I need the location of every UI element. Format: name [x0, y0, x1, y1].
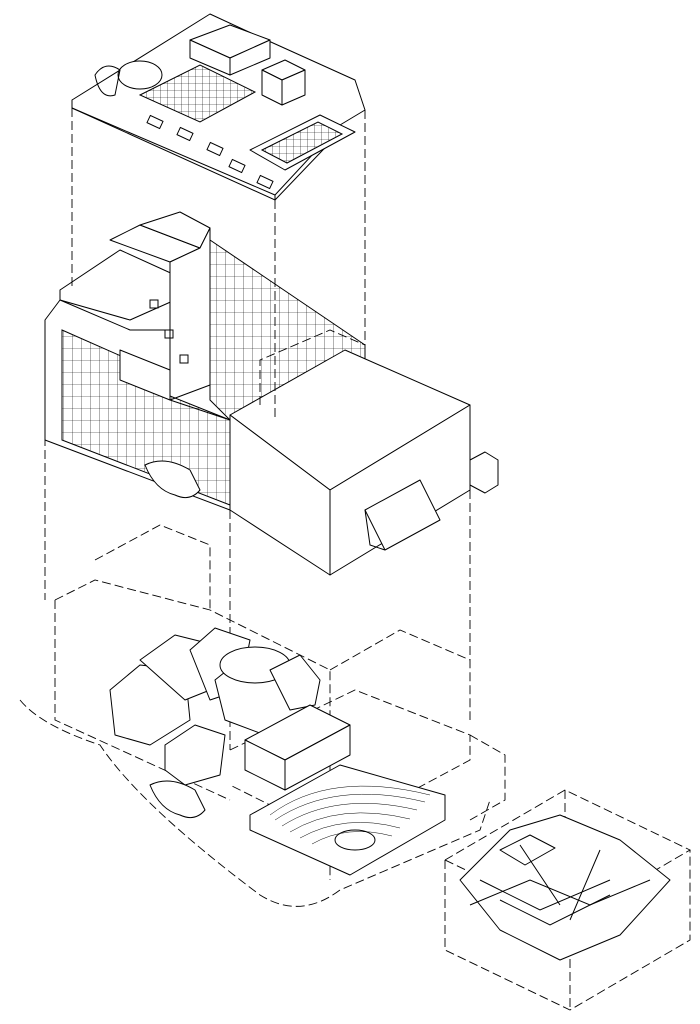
roof-level — [71, 13, 366, 201]
entrance-sculpture — [144, 460, 201, 499]
building-envelope — [44, 211, 499, 576]
auditorium-interior — [444, 789, 691, 1011]
curved-hall-shells — [109, 627, 321, 819]
lower-sculpture — [149, 780, 206, 819]
concert-hall-level — [19, 108, 506, 907]
roof-grid-terrace — [138, 64, 257, 123]
auditorium-seating — [249, 764, 446, 876]
box-opening — [364, 479, 441, 551]
